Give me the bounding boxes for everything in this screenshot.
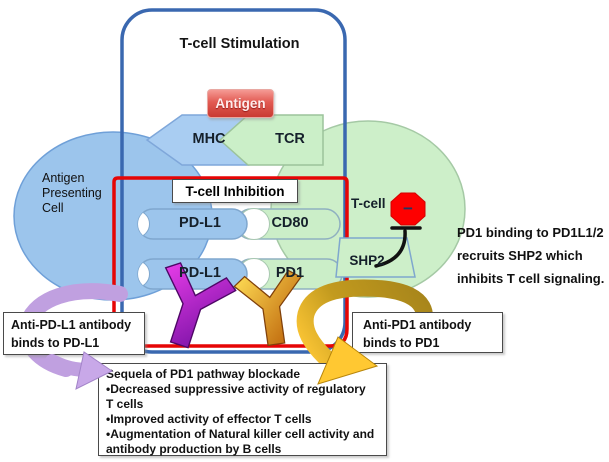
pdl1-left-notch-row2 [138, 260, 150, 288]
side-note-line2: recruits SHP2 which [457, 248, 583, 263]
apc-label-line2: Presenting [42, 186, 102, 200]
side-note: PD1 binding to PD1L1/2 recruits SHP2 whi… [457, 221, 604, 290]
anti-pdl1-callout-box: Anti-PD-L1 antibody binds to PD-L1 [3, 312, 145, 355]
side-note-line3: inhibits T cell signaling. [457, 271, 605, 286]
pdl1-left-notch-row1 [138, 210, 150, 238]
pd1-label: PD1 [275, 265, 305, 281]
anti-pdl1-line2: binds to PD-L1 [11, 336, 100, 350]
apc-label-line1: Antigen [42, 171, 85, 185]
pdl1-label-row2: PD-L1 [179, 265, 221, 281]
shp2-shape [335, 237, 416, 278]
sequela-line4: •Improved activity of effector T cells [106, 412, 312, 426]
anti-pdl1-antibody-icon [164, 262, 237, 349]
stimulation-frame [120, 8, 347, 354]
sequela-line5: •Augmentation of Natural killer cell act… [106, 427, 375, 441]
sequela-line2: •Decreased suppressive activity of regul… [106, 382, 366, 396]
anti-pd1-line1: Anti-PD1 antibody [363, 318, 472, 332]
anti-pd1-line2: binds to PD1 [363, 336, 440, 350]
tcr-label: TCR [275, 131, 305, 147]
anti-pd1-antibody-icon [233, 269, 302, 347]
stop-octagon-icon [390, 192, 426, 226]
mhc-label: MHC [192, 131, 226, 147]
tcell-label: T-cell [351, 196, 386, 211]
anti-pd1-callout-box: Anti-PD1 antibody binds to PD1 [352, 312, 503, 353]
sequela-line1: Sequela of PD1 pathway blockade [106, 367, 301, 381]
shp2-inhibit-arrow [374, 229, 407, 268]
inhibition-title: T-cell Inhibition [185, 183, 285, 199]
cd80-label: CD80 [271, 215, 309, 231]
apc-label-line3: Cell [42, 201, 64, 215]
tcr-arrow-shape [218, 114, 324, 166]
anti-pd1-curved-arrow-band [296, 279, 434, 366]
sequela-line3: T cells [106, 397, 144, 411]
apc-label: Antigen Presenting Cell [42, 171, 102, 216]
sequela-box: Sequela of PD1 pathway blockade •Decreas… [98, 363, 387, 456]
minus-icon: − [403, 198, 413, 218]
pdl1-label-row1: PD-L1 [179, 215, 221, 231]
shp2-label: SHP2 [349, 253, 385, 268]
inhibition-title-box: T-cell Inhibition [172, 179, 298, 203]
antigen-label: Antigen [215, 96, 266, 111]
antigen-box: Antigen [207, 89, 274, 118]
side-note-line1: PD1 binding to PD1L1/2 [457, 225, 604, 240]
sequela-line6: antibody production by B cells [106, 442, 282, 456]
stimulation-title: T-cell Stimulation [179, 36, 300, 52]
anti-pdl1-line1: Anti-PD-L1 antibody [11, 318, 132, 332]
